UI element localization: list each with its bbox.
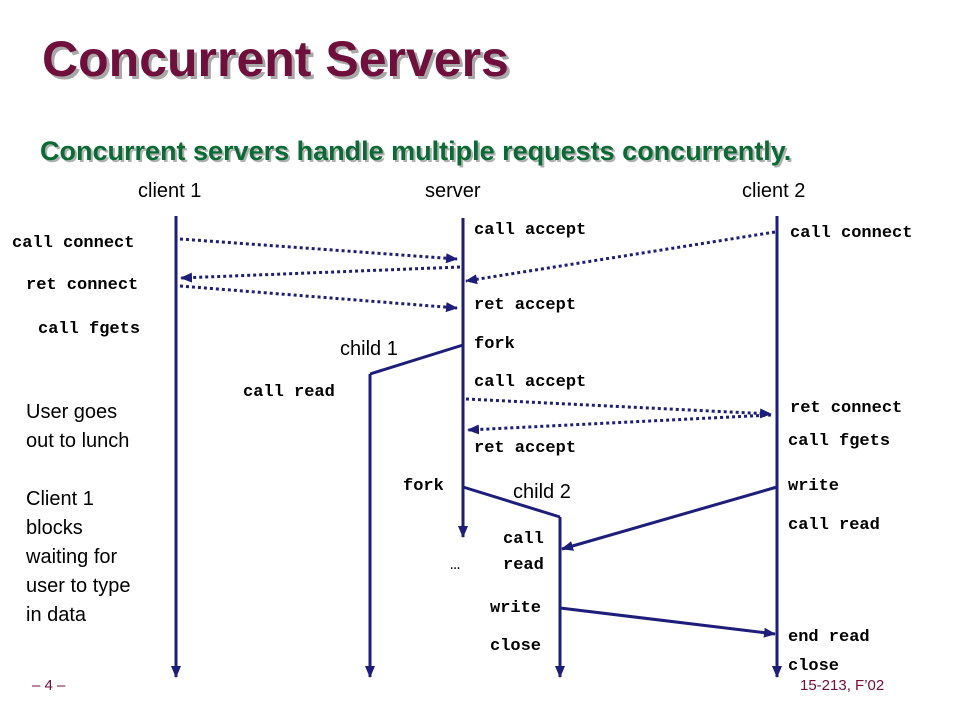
fork2-branch (462, 485, 561, 519)
child2-call-read-2: read (503, 556, 544, 575)
client2-end-read: end read (788, 628, 870, 647)
client2-close: close (788, 657, 840, 676)
lunch-note: User goes out to lunch (26, 398, 129, 456)
server-accept2-arrow (465, 397, 772, 419)
client2-call-fgets: call fgets (788, 432, 891, 451)
server-fork-1: fork (474, 335, 515, 354)
blocks-note-line: blocks (26, 517, 83, 539)
child2-close: close (490, 637, 542, 656)
child2-write-arrow (559, 606, 776, 638)
fork1-branch (369, 343, 464, 376)
client1-ret-connect: ret connect (26, 276, 139, 295)
child2-label: child 2 (513, 481, 571, 503)
page-number: – 4 – (32, 677, 66, 694)
client1-label: client 1 (138, 180, 202, 202)
client2-call-connect: call connect (790, 224, 913, 243)
server-call-accept-2: call accept (474, 373, 587, 392)
client1-connect-arrow (179, 237, 458, 264)
server-accept1-arrow (180, 265, 461, 283)
blocks-note: Client 1 blocks waiting for user to type… (26, 485, 131, 630)
child2-write: write (490, 599, 542, 618)
server-ellipsis: … (450, 556, 461, 575)
client1-call-fgets: call fgets (38, 320, 141, 339)
server-call-accept-1: call accept (474, 221, 587, 240)
client1-return-arrow (179, 284, 458, 313)
client2-ret-connect: ret connect (790, 399, 903, 418)
client2-call-read: call read (788, 516, 880, 535)
client2-connect-arrow (465, 230, 776, 285)
client2-write-arrow (561, 485, 778, 551)
slide-title: Concurrent Servers (42, 31, 509, 87)
lunch-note-line: out to lunch (26, 430, 130, 452)
client1-call-connect: call connect (12, 234, 135, 253)
blocks-note-line: in data (26, 604, 87, 626)
blocks-note-line: Client 1 (26, 488, 94, 510)
client2-write: write (788, 477, 840, 496)
child1-call-read: call read (243, 383, 335, 402)
server-fork-2: fork (403, 477, 444, 496)
slide-subtitle: Concurrent servers handle multiple reque… (40, 136, 792, 166)
server-ret-accept-2: ret accept (474, 439, 577, 458)
client2-return-arrow (467, 413, 772, 435)
client2-label: client 2 (742, 180, 806, 202)
child1-label: child 1 (340, 338, 398, 360)
child2-call-read-1: call (503, 530, 544, 549)
blocks-note-line: user to type (26, 575, 131, 597)
lunch-note-line: User goes (26, 401, 118, 423)
course-footer: 15-213, F’02 (800, 677, 885, 694)
server-ret-accept-1: ret accept (474, 296, 577, 315)
server-label: server (425, 180, 481, 202)
blocks-note-line: waiting for (26, 546, 118, 568)
